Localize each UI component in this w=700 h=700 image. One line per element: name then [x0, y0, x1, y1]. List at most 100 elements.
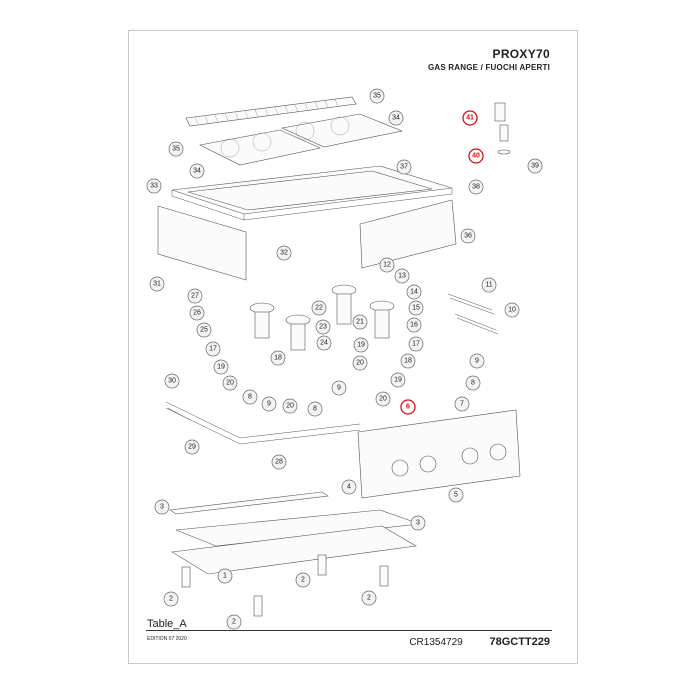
callout-19: 19 — [390, 372, 406, 388]
callout-35: 35 — [168, 141, 184, 157]
side-panel-right-part — [359, 199, 457, 269]
svg-text:10: 10 — [508, 307, 516, 314]
svg-text:20: 20 — [226, 380, 234, 387]
callout-32: 32 — [276, 245, 292, 261]
svg-text:17: 17 — [412, 341, 420, 348]
svg-text:17: 17 — [209, 346, 217, 353]
svg-text:29: 29 — [188, 444, 196, 451]
callout-22: 22 — [311, 300, 327, 316]
valve-knob-part — [494, 102, 511, 155]
callout-20: 20 — [375, 391, 391, 407]
callout-2: 2 — [295, 572, 311, 588]
callout-9: 9 — [331, 380, 347, 396]
svg-text:25: 25 — [200, 327, 208, 334]
svg-text:7: 7 — [460, 401, 464, 408]
edition-label: EDITION 07 2020 — [147, 636, 187, 642]
callout-10: 10 — [504, 302, 520, 318]
callout-19: 19 — [353, 337, 369, 353]
callout-24: 24 — [316, 335, 332, 351]
svg-text:38: 38 — [472, 184, 480, 191]
callout-2: 2 — [226, 614, 242, 630]
svg-text:19: 19 — [394, 377, 402, 384]
model-code: 78GCTT229 — [489, 636, 550, 648]
gas-manifold-part — [165, 401, 361, 445]
callout-11: 11 — [481, 277, 497, 293]
svg-text:4: 4 — [347, 484, 351, 491]
callout-37: 37 — [396, 159, 412, 175]
callout-18: 18 — [270, 350, 286, 366]
callout-29: 29 — [184, 439, 200, 455]
callout-20: 20 — [282, 398, 298, 414]
svg-text:21: 21 — [356, 319, 364, 326]
svg-text:40: 40 — [472, 153, 480, 160]
svg-text:15: 15 — [412, 305, 420, 312]
callout-3: 3 — [410, 515, 426, 531]
callout-2: 2 — [163, 591, 179, 607]
callout-41: 41 — [462, 110, 478, 126]
svg-text:31: 31 — [153, 281, 161, 288]
callout-9: 9 — [469, 353, 485, 369]
svg-text:2: 2 — [169, 596, 173, 603]
callout-20: 20 — [352, 355, 368, 371]
svg-text:24: 24 — [320, 340, 328, 347]
callout-13: 13 — [394, 268, 410, 284]
footer-divider — [146, 630, 552, 631]
svg-text:6: 6 — [406, 404, 410, 411]
svg-text:18: 18 — [404, 358, 412, 365]
rail-parts — [447, 293, 499, 335]
callout-17: 17 — [205, 341, 221, 357]
svg-text:20: 20 — [356, 360, 364, 367]
svg-text:41: 41 — [466, 115, 474, 122]
svg-text:3: 3 — [160, 504, 164, 511]
callout-8: 8 — [465, 375, 481, 391]
callout-33: 33 — [146, 178, 162, 194]
svg-text:2: 2 — [232, 619, 236, 626]
svg-text:8: 8 — [248, 394, 252, 401]
callout-8: 8 — [242, 389, 258, 405]
svg-text:16: 16 — [410, 322, 418, 329]
callout-34: 34 — [388, 110, 404, 126]
callout-40: 40 — [468, 148, 484, 164]
bottom-panel-parts — [169, 491, 421, 575]
callout-8: 8 — [307, 401, 323, 417]
callout-14: 14 — [406, 284, 422, 300]
callout-12: 12 — [379, 257, 395, 273]
callout-26: 26 — [189, 305, 205, 321]
callout-31: 31 — [149, 276, 165, 292]
callout-18: 18 — [400, 353, 416, 369]
svg-text:9: 9 — [337, 385, 341, 392]
svg-text:26: 26 — [193, 310, 201, 317]
svg-text:5: 5 — [454, 492, 458, 499]
grid-part — [185, 96, 357, 127]
callout-5: 5 — [448, 487, 464, 503]
callout-25: 25 — [196, 322, 212, 338]
svg-text:22: 22 — [315, 305, 323, 312]
callout-4: 4 — [341, 479, 357, 495]
callout-30: 30 — [164, 373, 180, 389]
svg-text:39: 39 — [531, 163, 539, 170]
svg-text:36: 36 — [464, 233, 472, 240]
svg-text:13: 13 — [398, 273, 406, 280]
svg-text:3: 3 — [416, 520, 420, 527]
svg-text:19: 19 — [357, 342, 365, 349]
document-code: CR1354729 — [409, 637, 463, 648]
callout-21: 21 — [352, 314, 368, 330]
model-subtitle: GAS RANGE / FUOCHI APERTI — [427, 63, 550, 72]
svg-text:2: 2 — [301, 577, 305, 584]
side-panel-part — [157, 205, 247, 281]
callout-19: 19 — [213, 359, 229, 375]
svg-text:2: 2 — [367, 595, 371, 602]
svg-text:8: 8 — [471, 380, 475, 387]
callout-36: 36 — [460, 228, 476, 244]
callout-3: 3 — [154, 499, 170, 515]
callout-28: 28 — [271, 454, 287, 470]
svg-text:9: 9 — [475, 358, 479, 365]
svg-text:11: 11 — [485, 282, 492, 289]
svg-text:23: 23 — [319, 324, 327, 331]
callout-15: 15 — [408, 300, 424, 316]
callout-20: 20 — [222, 375, 238, 391]
callout-27: 27 — [187, 288, 203, 304]
callout-2: 2 — [361, 590, 377, 606]
